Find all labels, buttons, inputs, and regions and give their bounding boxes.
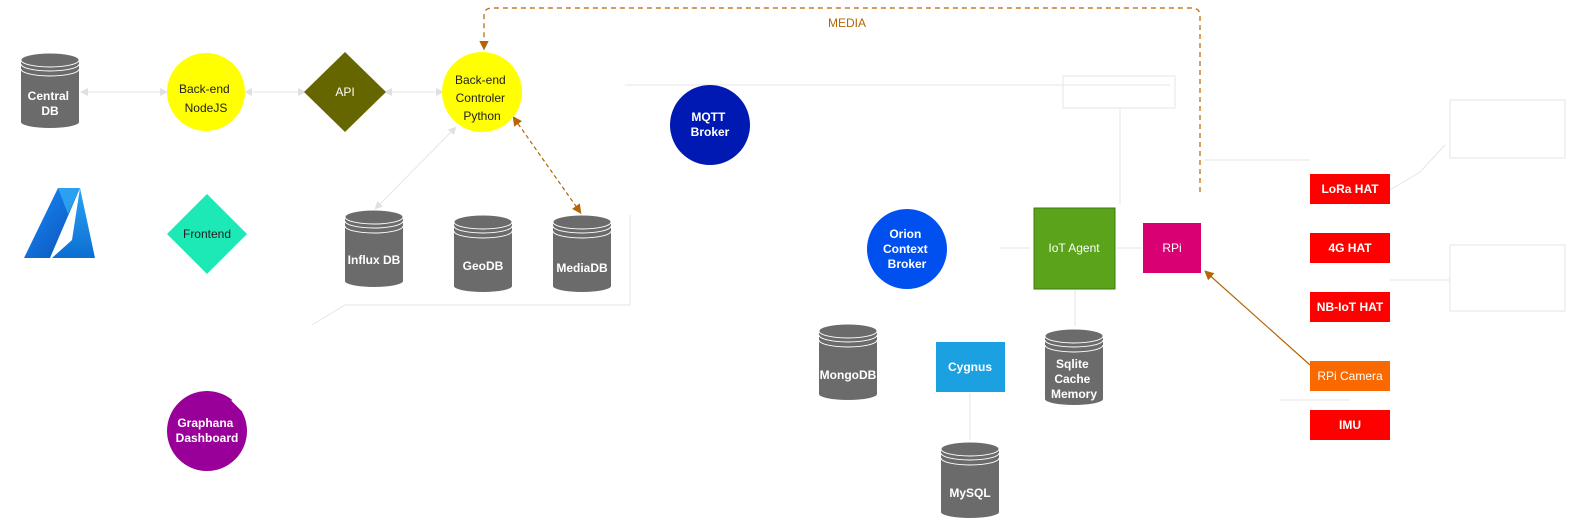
database-icon: [453, 214, 513, 292]
lora-hat-label: LoRa HAT: [1321, 182, 1379, 196]
imu-label: IMU: [1339, 418, 1361, 432]
geo-db-label: GeoDB: [463, 259, 504, 273]
rpi-camera[interactable]: RPi Camera: [1310, 361, 1390, 391]
influx-db[interactable]: Influx DB: [344, 209, 404, 287]
sqlite-cache[interactable]: Sqlite Cache Memory: [1044, 328, 1104, 405]
media-db[interactable]: MediaDB: [552, 214, 612, 292]
rpi-label: RPi: [1162, 241, 1181, 255]
api-node[interactable]: API: [304, 52, 386, 132]
backend-python-label: Back-end Controler Python: [455, 73, 509, 123]
mongo-db[interactable]: MongoDB: [818, 323, 878, 400]
backend-nodejs-label: Back-end NodeJS: [179, 82, 233, 115]
frontend-node[interactable]: Frontend: [167, 194, 247, 274]
database-icon: [818, 323, 878, 400]
sqlite-label: Sqlite Cache Memory: [1051, 357, 1097, 401]
central-db-label: Central DB: [28, 89, 73, 118]
rpi-camera-label: RPi Camera: [1317, 369, 1383, 383]
orion-context-broker[interactable]: Orion Context Broker: [867, 209, 947, 289]
nbiot-hat[interactable]: NB-IoT HAT: [1310, 292, 1390, 322]
iot-agent[interactable]: IoT Agent: [1033, 207, 1116, 290]
database-icon: [344, 209, 404, 287]
media-connector: [479, 7, 1201, 192]
influx-db-label: Influx DB: [348, 253, 401, 267]
mysql-db[interactable]: MySQL: [940, 441, 1000, 518]
orion-label: Orion Context Broker: [883, 227, 931, 271]
mongo-db-label: MongoDB: [820, 368, 877, 382]
database-icon: [20, 52, 80, 128]
central-db[interactable]: Central DB: [20, 52, 80, 128]
geo-db[interactable]: GeoDB: [453, 214, 513, 292]
media-label: MEDIA: [828, 16, 866, 30]
rpi-node[interactable]: RPi: [1143, 223, 1201, 273]
imu[interactable]: IMU: [1310, 410, 1390, 440]
mysql-label: MySQL: [949, 486, 990, 500]
iot-agent-label: IoT Agent: [1048, 241, 1100, 255]
mqtt-broker[interactable]: MQTT Broker: [670, 85, 750, 165]
graphana-label: Graphana Dashboard: [176, 416, 239, 445]
lora-hat[interactable]: LoRa HAT: [1310, 174, 1390, 204]
azure-logo-icon: [24, 188, 95, 258]
media-db-label: MediaDB: [556, 261, 608, 275]
frontend-label: Frontend: [183, 227, 231, 241]
database-icon: [1044, 328, 1104, 405]
database-icon: [940, 441, 1000, 518]
camera-rpi-connector: [1204, 270, 1311, 366]
mqtt-broker-label: MQTT Broker: [691, 110, 730, 139]
database-icon: [552, 214, 612, 292]
4g-hat-label: 4G HAT: [1328, 241, 1372, 255]
api-label: API: [335, 85, 354, 99]
python-mediadb-connector: [512, 116, 582, 214]
cygnus-node[interactable]: Cygnus: [936, 342, 1005, 392]
cygnus-label: Cygnus: [948, 360, 992, 374]
backend-nodejs[interactable]: Back-end NodeJS: [167, 53, 245, 131]
nbiot-hat-label: NB-IoT HAT: [1317, 300, 1384, 314]
graphana-dashboard[interactable]: Graphana Dashboard: [167, 391, 247, 471]
faint-connectors: [80, 75, 1566, 440]
4g-hat[interactable]: 4G HAT: [1310, 233, 1390, 263]
backend-python[interactable]: Back-end Controler Python: [442, 52, 522, 132]
